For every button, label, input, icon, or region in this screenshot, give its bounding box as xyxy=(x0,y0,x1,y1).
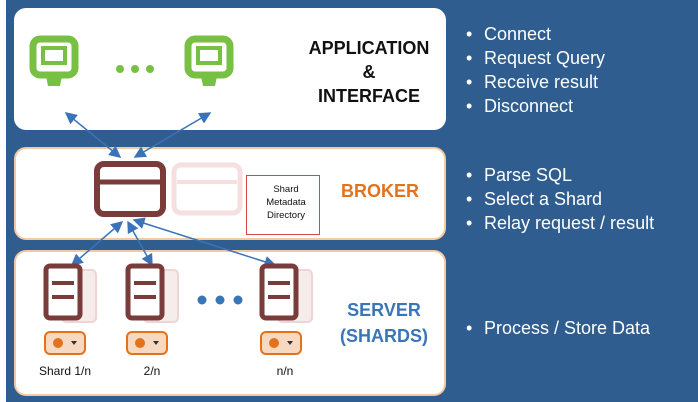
ellipsis-icon xyxy=(197,295,243,305)
server-stack-icon xyxy=(259,263,313,323)
application-layer-title: APPLICATION & INTERFACE xyxy=(296,36,442,108)
broker-window-icon xyxy=(94,161,166,217)
server-stack-icon xyxy=(43,263,97,323)
server-stack-icon xyxy=(125,263,179,323)
broker-window-icon xyxy=(171,162,243,216)
server-layer-title: SERVER (SHARDS) xyxy=(330,297,438,349)
bullet-item: Receive result xyxy=(460,70,605,94)
title-line: (SHARDS) xyxy=(340,326,428,346)
shard-metadata-directory-box xyxy=(246,175,320,235)
bullet-item: Parse SQL xyxy=(460,163,654,187)
broker-bullet-list: Parse SQL Select a Shard Relay request /… xyxy=(460,163,654,235)
shard-label: Shard 1/n xyxy=(38,364,92,378)
connection-arrow xyxy=(133,112,212,158)
bullet-item: Process / Store Data xyxy=(460,316,650,340)
bullet-item: Connect xyxy=(460,22,605,46)
monitor-icon xyxy=(29,35,79,86)
connection-arrow xyxy=(127,220,153,267)
metadata-line: Metadata xyxy=(266,197,306,208)
metadata-line: Shard xyxy=(273,184,299,195)
bullet-item: Disconnect xyxy=(460,94,605,118)
monitor-icon xyxy=(184,35,234,86)
shard-metadata-directory-label: Shard Metadata Directory xyxy=(252,183,320,222)
broker-layer-title: BROKER xyxy=(340,181,419,201)
connection-arrow xyxy=(64,112,122,158)
title-line: SERVER xyxy=(347,300,421,320)
title-line: INTERFACE xyxy=(317,86,420,106)
shard-label: 2/n xyxy=(143,364,161,378)
connection-arrow xyxy=(132,217,277,268)
title-line: & xyxy=(362,62,376,82)
database-selector-icon xyxy=(260,331,302,355)
database-selector-icon xyxy=(44,331,86,355)
database-selector-icon xyxy=(126,331,168,355)
ellipsis-icon xyxy=(116,65,154,73)
bullet-item: Request Query xyxy=(460,46,605,70)
metadata-line: Directory xyxy=(266,210,305,221)
connection-arrow xyxy=(70,221,124,266)
server-bullet-list: Process / Store Data xyxy=(460,316,650,340)
bullet-item: Relay request / result xyxy=(460,211,654,235)
title-line: APPLICATION xyxy=(308,38,430,58)
application-bullet-list: Connect Request Query Receive result Dis… xyxy=(460,22,605,118)
bullet-item: Select a Shard xyxy=(460,187,654,211)
shard-label: n/n xyxy=(276,364,294,378)
